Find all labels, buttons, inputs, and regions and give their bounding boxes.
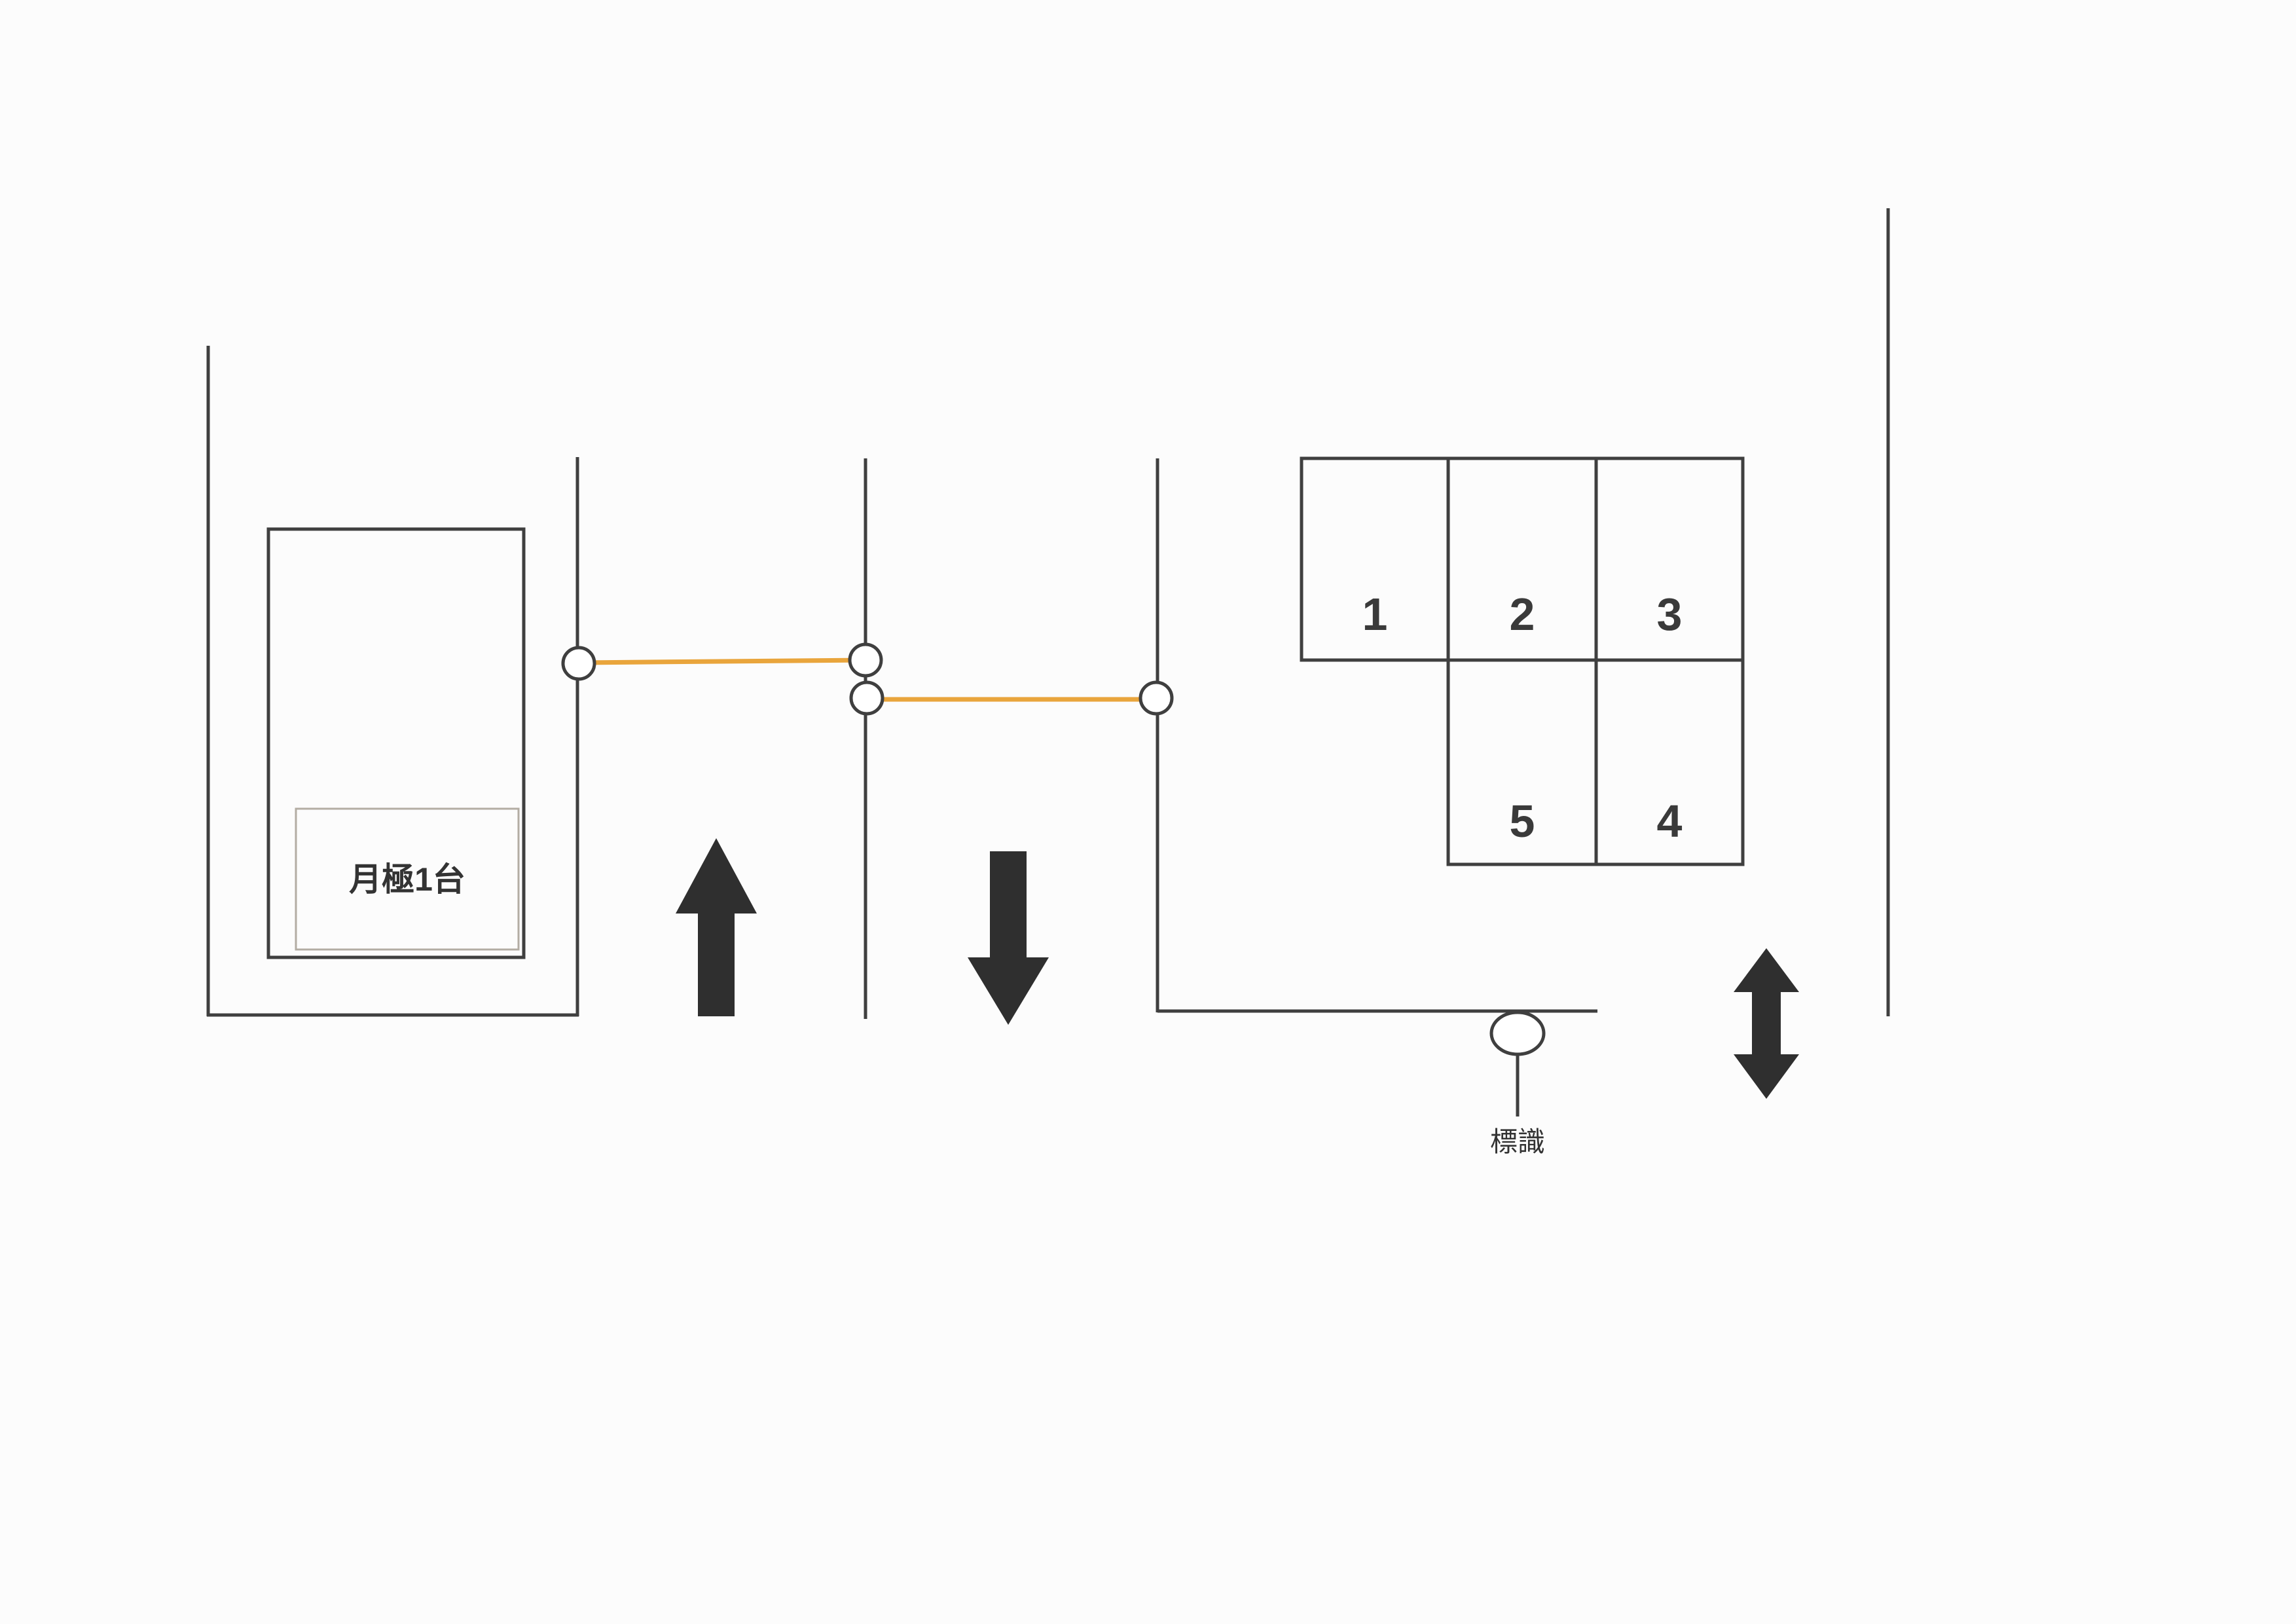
parking-space-4 [1594, 658, 1745, 866]
post-circle-icon [1139, 680, 1174, 716]
monthly-parking-label: 月極1台 [349, 861, 465, 898]
sign-label: 標識 [1490, 1126, 1545, 1157]
monthly-parking-space [266, 527, 526, 959]
sign-circle [1489, 1010, 1546, 1056]
post-circle-icon [848, 642, 883, 678]
down-arrow-icon [968, 851, 1049, 1025]
double-headed-arrow-icon [1734, 948, 1799, 1099]
parking-grid: 1 2 3 5 4 [1300, 456, 1745, 866]
parking-space-3-label: 3 [1657, 589, 1683, 640]
post-circle-icon [849, 680, 884, 716]
parking-space-5-label: 5 [1510, 796, 1535, 847]
parking-space-1-label: 1 [1362, 589, 1388, 640]
parking-space-4-label: 4 [1657, 796, 1683, 847]
post-circle-icon [561, 646, 596, 681]
up-arrow-icon [676, 838, 757, 1016]
left-boundary-line [206, 346, 579, 1017]
sign-post-icon [1489, 1010, 1546, 1116]
parking-space-2-label: 2 [1510, 589, 1535, 640]
chain-line-1 [578, 657, 866, 665]
monthly-parking-inner-frame [295, 807, 520, 951]
